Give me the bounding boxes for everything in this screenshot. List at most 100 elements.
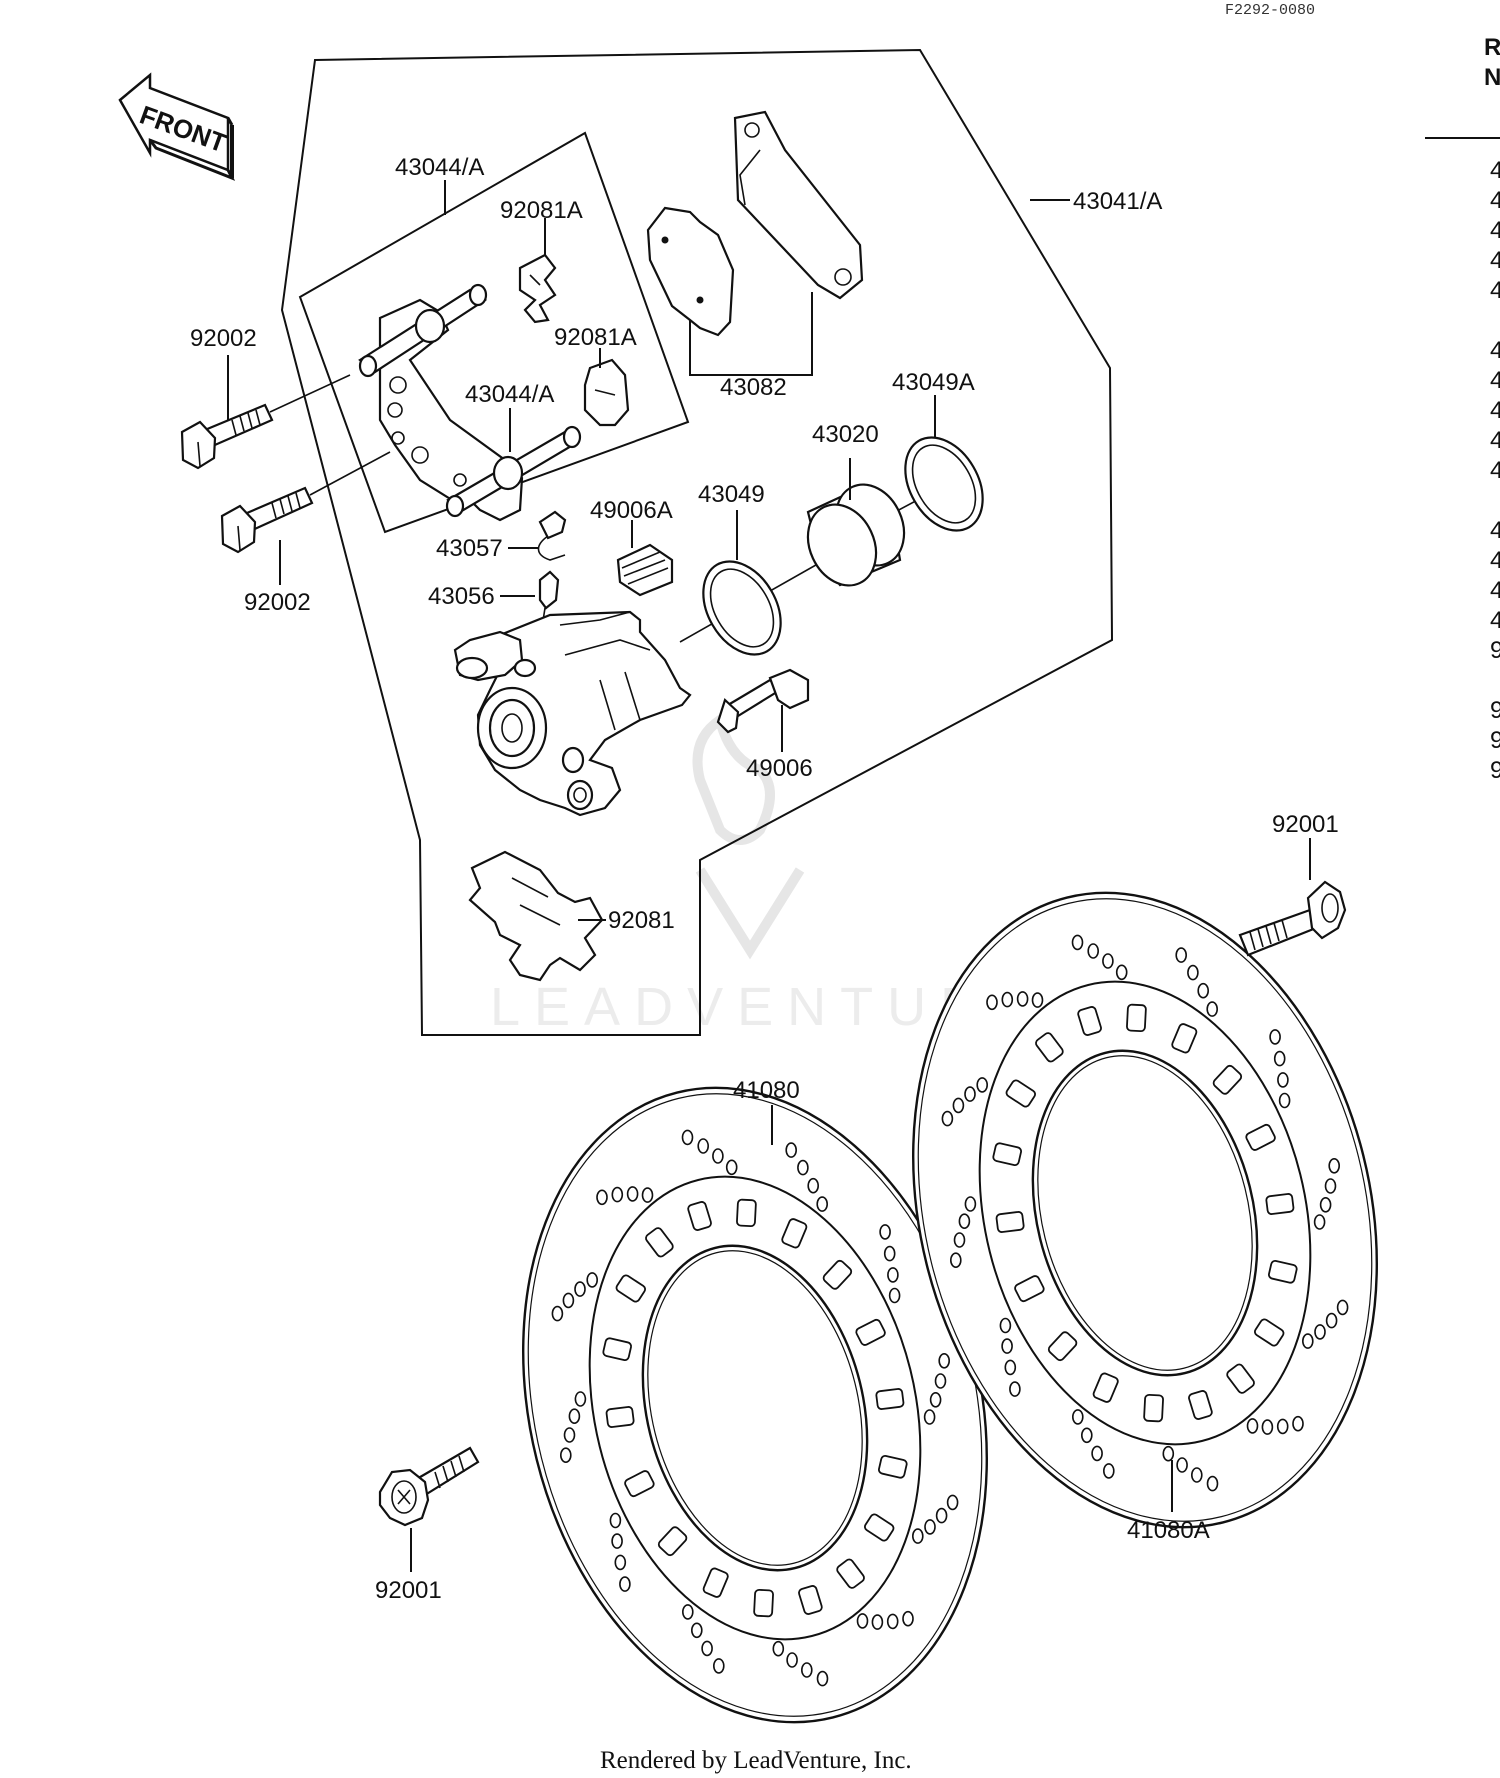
label-43056: 43056 [428,583,495,610]
disc-vent-slot [702,1567,729,1598]
svg-text:9: 9 [1490,697,1500,724]
disc-drill-hole [1278,1092,1291,1109]
disc-drill-hole [888,1287,901,1304]
disc-bolt-right [1238,880,1347,957]
disc-drill-hole [1336,1299,1349,1316]
svg-text:4: 4 [1490,217,1500,244]
disc-vent-slot [605,1406,635,1428]
disc-vent-slot [855,1318,886,1346]
disc-drill-hole [1206,1475,1219,1492]
disc-vent-slot [878,1455,908,1479]
piston-seal [702,560,782,656]
disc-drill-hole [902,1610,914,1627]
disc-drill-hole [786,1652,798,1668]
label-92001-right: 92001 [1272,811,1339,838]
disc-drill-hole [946,1494,959,1511]
svg-text:4: 4 [1490,457,1500,484]
disc-vent-slot [1014,1275,1045,1303]
disc-drill-hole [712,1148,724,1164]
disc-drill-hole [953,1232,966,1248]
disc-drill-hole [574,1281,586,1297]
disc-vent-slot [875,1388,905,1410]
disc-drill-hole [952,1097,965,1114]
disc-vent-slot [736,1198,757,1228]
disc-drill-hole [1269,1029,1281,1045]
disc-drill-hole [701,1640,713,1657]
label-49006: 49006 [746,755,813,782]
disc-drill-hole [911,1528,924,1544]
disc-drill-hole [1087,943,1099,959]
disc-drill-hole [929,1392,942,1408]
disc-drill-hole [871,1614,884,1630]
disc-drill-hole [1091,1445,1103,1462]
disc-drill-hole [681,1129,694,1146]
disc-vent-slot [753,1588,774,1618]
brake-pad-rear [733,110,864,300]
disc-drill-hole [816,1196,829,1212]
disc-vent-slot [1265,1193,1295,1215]
disc-drill-hole [785,1142,798,1158]
disc-vent-slot [645,1227,674,1258]
disc-drill-hole [619,1576,631,1592]
disc-drill-hole [1277,1072,1289,1088]
disc-drill-hole [1325,1312,1338,1329]
disc-vent-slot [1005,1079,1036,1108]
disc-drill-hole [1328,1158,1340,1174]
disc-vent-slot [995,1211,1025,1233]
disc-drill-hole [559,1447,572,1463]
label-43057: 43057 [436,535,503,562]
label-92002-upper: 92002 [190,325,257,352]
disc-drill-hole [626,1186,639,1202]
disc-drill-hole [949,1252,962,1268]
diagram-code: F2292-0080 [1225,2,1315,19]
disc-drill-hole [596,1189,608,1206]
disc-drill-hole [586,1272,599,1288]
disc-vent-slot [657,1526,688,1557]
disc-vent-slot [1143,1393,1164,1423]
footer-credit: Rendered by LeadVenture, Inc. [600,1747,912,1774]
disc-drill-hole [1162,1445,1175,1462]
disc-drill-hole [611,1533,623,1549]
disc-vent-slot [615,1274,646,1303]
caliper-holder-bracket [358,283,582,522]
disc-drill-hole [924,1519,936,1535]
disc-vent-slot [1254,1318,1285,1347]
label-41080: 41080 [733,1077,800,1104]
disc-vent-slot [1126,1003,1147,1033]
disc-vent-slot [822,1259,853,1290]
disc-drill-hole [641,1187,654,1203]
disc-drill-hole [1115,964,1128,981]
bolt-lower [220,486,314,554]
disc-front-holes [551,1129,959,1687]
disc-drill-hole [1313,1214,1326,1230]
disc-drill-hole [986,994,998,1011]
boot [616,543,674,597]
svg-text:9: 9 [1490,727,1500,754]
disc-drill-hole [1314,1324,1326,1340]
disc-drill-hole [797,1159,809,1176]
label-43044A-upper: 43044/A [395,154,484,181]
disc-drill-hole [1031,992,1044,1008]
caliper-body [453,610,692,817]
disc-drill-hole [807,1177,820,1194]
svg-text:4: 4 [1490,577,1500,604]
disc-vent-slot [992,1142,1022,1166]
disc-drill-hole [681,1604,694,1620]
disc-drill-hole [1324,1178,1337,1194]
disc-drill-hole [1191,1467,1203,1483]
disc-vent-slot [836,1558,865,1589]
label-43020: 43020 [812,421,879,448]
svg-text:4: 4 [1490,547,1500,574]
svg-text:N: N [1484,64,1500,91]
disc-drill-hole [923,1409,936,1425]
disc-drill-hole [964,1196,977,1212]
disc-drill-hole [935,1507,948,1524]
bolt-upper [180,403,274,470]
disc-drill-hole [1187,964,1199,981]
disc-drill-hole [712,1658,725,1674]
svg-text:4: 4 [1490,277,1500,304]
disc-vent-slot [864,1513,895,1542]
disc-drill-hole [941,1110,954,1127]
disc-drill-hole [1102,953,1114,969]
disc-drill-hole [574,1391,587,1407]
